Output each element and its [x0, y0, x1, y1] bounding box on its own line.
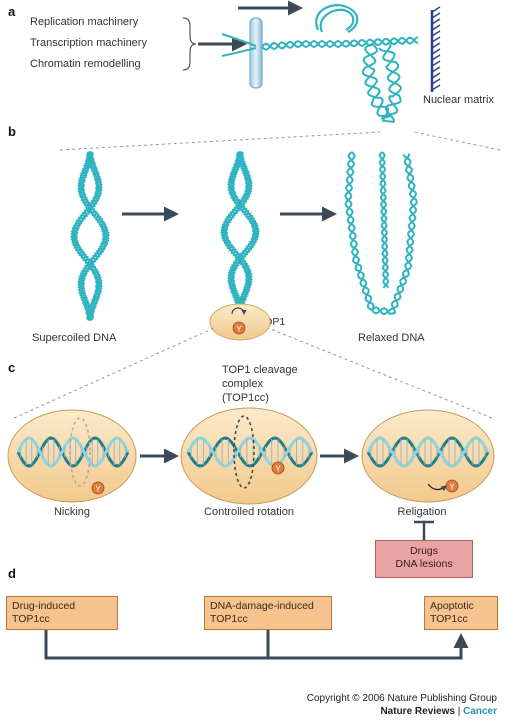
- tyrosine-label: Y: [236, 325, 242, 334]
- tyrosine-label: Y: [275, 465, 281, 474]
- dna-strand: [77, 151, 110, 321]
- dna-strand: [70, 151, 103, 321]
- machinery-brace: [182, 17, 197, 71]
- supercoiled-dna-label: Supercoiled DNA: [32, 332, 117, 344]
- rotation-oval: [180, 407, 318, 505]
- hatch-mark: [431, 84, 441, 91]
- hatch-mark: [431, 12, 441, 19]
- nuclear-matrix-hatch: [431, 6, 441, 91]
- dna-strand: [221, 33, 257, 47]
- dna-strand: [362, 43, 402, 124]
- religation-oval: [361, 409, 495, 503]
- dna-backbone: [366, 436, 490, 468]
- tyrosine-marker: [91, 481, 105, 495]
- relaxed-dna-figure: [344, 151, 418, 316]
- intermediate-dna-figure: [220, 151, 260, 313]
- hatch-mark: [431, 66, 441, 73]
- hatch-mark: [431, 30, 441, 37]
- dna-strand: [378, 151, 390, 289]
- rotation-path: [233, 415, 255, 489]
- tyrosine-label: Y: [449, 483, 455, 492]
- dna-double-helix: [366, 436, 490, 468]
- step-nicking: Nicking: [53, 506, 91, 518]
- dna-loop-top: [319, 8, 355, 33]
- step-controlled-rotation: Controlled rotation: [204, 506, 294, 518]
- step-religation: Religation: [397, 506, 447, 518]
- zoom-line: [59, 131, 381, 151]
- dna-backbone: [186, 436, 314, 468]
- panel-label-c: c: [8, 360, 16, 375]
- dna-strand: [344, 151, 418, 316]
- tyrosine-marker: [232, 321, 246, 335]
- dna-double-helix: [186, 436, 314, 468]
- dna-strand: [378, 151, 390, 289]
- panel-c-graphics: Y Y Y: [7, 407, 495, 540]
- panel-label-a: a: [8, 4, 16, 19]
- dna-loop-top: [315, 4, 359, 33]
- zoom-line: [267, 327, 493, 419]
- apoptotic-top1cc-box: Apoptotic TOP1cc: [424, 596, 498, 630]
- panel-b-graphics: Y: [70, 151, 418, 341]
- zoom-line: [413, 131, 501, 151]
- dna-helix-horizontal: [261, 36, 419, 51]
- apoptosis-path: [268, 633, 469, 660]
- replication-cylinder: [249, 17, 263, 89]
- drug-induced-top1cc-box: Drug-induced TOP1cc: [6, 596, 118, 630]
- copyright-line: Copyright © 2006 Nature Publishing Group: [306, 693, 497, 704]
- panel-label-d: d: [8, 566, 16, 581]
- machinery-chromatin: Chromatin remodelling: [30, 58, 141, 70]
- hatch-mark: [431, 60, 441, 67]
- rotation-path: [69, 417, 91, 487]
- dna-backbone: [16, 436, 130, 468]
- journal-section: Cancer: [463, 706, 497, 717]
- dna-plectoneme-a: [361, 43, 402, 124]
- dna-double-helix: [16, 436, 130, 468]
- copyright-block: Copyright © 2006 Nature Publishing Group…: [307, 692, 497, 718]
- dna-strand: [220, 151, 253, 313]
- hatch-mark: [431, 36, 441, 43]
- dna-strand: [261, 36, 419, 51]
- journal-separator: |: [454, 706, 464, 717]
- hatch-mark: [431, 72, 441, 79]
- hatch-mark: [431, 6, 441, 13]
- hatch-mark: [431, 54, 441, 61]
- cleavage-complex-title: TOP1 cleavage complex (TOP1cc): [222, 364, 298, 404]
- panel-label-b: b: [8, 124, 16, 139]
- journal-name: Nature Reviews: [380, 706, 455, 717]
- hatch-mark: [431, 48, 441, 55]
- nuclear-matrix-label: Nuclear matrix: [423, 94, 494, 106]
- hatch-mark: [431, 24, 441, 31]
- dna-strand: [221, 47, 257, 57]
- relaxed-dna-label: Relaxed DNA: [358, 332, 425, 344]
- supercoiled-dna-figure: [70, 151, 110, 321]
- convergence-path: [44, 630, 270, 660]
- tyrosine-label: Y: [95, 485, 101, 494]
- rotation-arrow-icon: [231, 307, 247, 315]
- tyrosine-marker: [271, 461, 285, 475]
- drugs-dna-lesions-box: Drugs DNA lesions: [375, 540, 473, 578]
- dna-damage-induced-top1cc-box: DNA-damage-induced TOP1cc: [204, 596, 332, 630]
- journal-line: Nature Reviews | Cancer: [307, 705, 497, 718]
- dna-backbone: [186, 436, 314, 468]
- machinery-replication: Replication machinery: [30, 16, 139, 28]
- hatch-mark: [431, 18, 441, 25]
- hatch-mark: [431, 42, 441, 49]
- machinery-transcription: Transcription machinery: [30, 37, 147, 49]
- dna-strand: [261, 36, 419, 51]
- panel-d-graphics: [44, 630, 469, 660]
- zoom-line: [13, 327, 215, 419]
- panel-a-graphics: [182, 0, 441, 124]
- dna-strand: [227, 151, 260, 313]
- nicking-oval: [7, 409, 137, 503]
- dna-backbone: [366, 436, 490, 468]
- dna-backbone: [16, 436, 130, 468]
- hatch-mark: [431, 78, 441, 85]
- religation-arrow-icon: [427, 483, 447, 492]
